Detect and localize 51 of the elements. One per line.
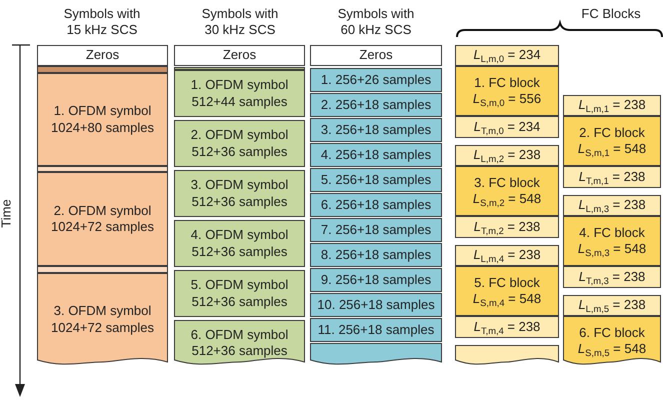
ofdm-symbol-block: 2. OFDM symbol 1024+72 samples [37, 172, 168, 266]
overlap-block: L$_{L,m,1}$ = 238 [563, 95, 661, 116]
overlap-block: L$_{L,m,4}$ = 238 [455, 245, 559, 266]
ofdm-symbol-block: 2. 256+18 samples [310, 93, 442, 117]
cyclic-prefix-strip [174, 67, 305, 70]
column-header: Symbols with 60 kHz SCS [336, 6, 416, 38]
zeros-block: Zeros [310, 45, 442, 66]
overlap-block: L$_{L,m,5}$ = 238 [563, 295, 661, 316]
overlap-block: L$_{T,m,4}$ = 238 [455, 316, 559, 338]
overlap-block: L$_{T,m,1}$ = 238 [563, 166, 661, 188]
fc-block: 2. FC block L$_{S,m,1}$ = 548 [563, 116, 661, 166]
fc-block: 1. FC block L$_{S,m,0}$ = 556 [455, 66, 559, 116]
ofdm-symbol-block: 4. OFDM symbol 512+36 samples [174, 220, 305, 267]
ofdm-symbol-block: 5. OFDM symbol 512+36 samples [174, 270, 305, 317]
column-header: Symbols with 15 kHz SCS [62, 6, 142, 38]
overlap-block: L$_{L,m,2}$ = 238 [455, 145, 559, 166]
overlap-block: L$_{T,m,3}$ = 238 [563, 266, 661, 288]
column-header: Symbols with 30 kHz SCS [200, 6, 280, 38]
fc-block: 4. FC block L$_{S,m,3}$ = 548 [563, 216, 661, 266]
ofdm-symbol-block: 5. 256+18 samples [310, 168, 442, 192]
zeros-block: Zeros [37, 45, 168, 66]
cyclic-prefix-strip [37, 66, 168, 73]
fc-block: 6. FC block L$_{S,m,5}$ = 548 [563, 316, 661, 366]
ofdm-symbol-block: 2. OFDM symbol 512+36 samples [174, 120, 305, 167]
fc-block: 5. FC block L$_{S,m,4}$ = 548 [455, 266, 559, 316]
ofdm-symbol-block: 8. 256+18 samples [310, 243, 442, 267]
cyclic-prefix-strip [37, 166, 168, 172]
fc-block: 3. FC block L$_{S,m,2}$ = 548 [455, 166, 559, 216]
cyclic-prefix-strip [37, 266, 168, 273]
overlap-block: L$_{T,m,2}$ = 238 [455, 216, 559, 238]
ofdm-symbol-block: 1. OFDM symbol 1024+80 samples [37, 73, 168, 166]
overlap-block: L$_{T,m,0}$ = 234 [455, 116, 559, 138]
ofdm-symbol-block: 9. 256+18 samples [310, 268, 442, 292]
ofdm-symbol-block: 7. 256+18 samples [310, 218, 442, 242]
ofdm-symbol-block: 6. 256+18 samples [310, 193, 442, 217]
ofdm-symbol-block: 6. OFDM symbol 512+36 samples [174, 320, 305, 366]
ofdm-symbol-block: 1. 256+26 samples [310, 68, 442, 92]
column-header: FC Blocks [580, 6, 642, 22]
ofdm-symbol-block: 10. 256+18 samples [310, 293, 442, 317]
ofdm-symbol-block: 4. 256+18 samples [310, 143, 442, 167]
ofdm-symbol-block: 3. 256+18 samples [310, 118, 442, 142]
overlap-block: L$_{L,m,0}$ = 234 [455, 45, 559, 66]
zeros-block: Zeros [174, 45, 305, 66]
ofdm-symbol-block: 11. 256+18 samples [310, 318, 442, 342]
ofdm-symbol-block: 1. OFDM symbol 512+44 samples [174, 70, 305, 117]
overlap-block: L$_{L,m,3}$ = 238 [563, 195, 661, 216]
ofdm-symbol-block: 3. OFDM symbol 1024+72 samples [37, 273, 168, 366]
axis-label: Time [0, 199, 14, 228]
overlap-block [455, 345, 559, 366]
ofdm-symbol-block: 3. OFDM symbol 512+36 samples [174, 170, 305, 217]
ofdm-symbol-block [310, 343, 442, 366]
